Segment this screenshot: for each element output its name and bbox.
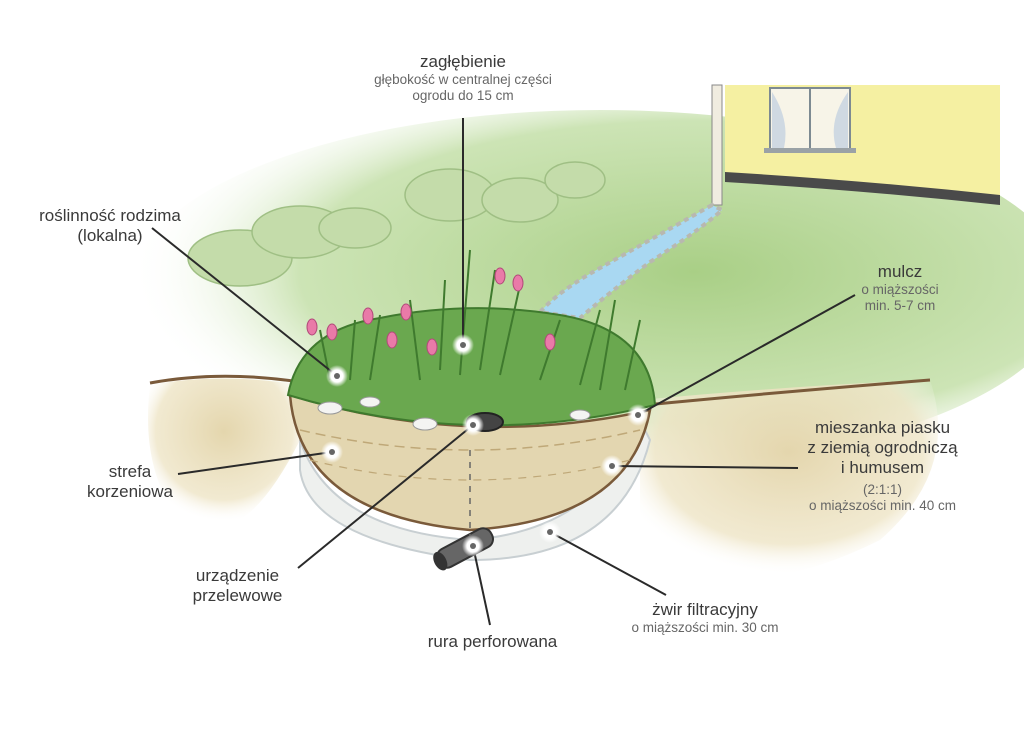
flowers	[306, 267, 556, 356]
label-mulch: mulcz o miąższości min. 5-7 cm	[835, 262, 965, 314]
markers	[321, 334, 649, 557]
label-gravel: żwir filtracyjny o miąższości min. 30 cm	[600, 600, 810, 636]
label-root-zone: strefa korzeniowa	[55, 462, 205, 502]
label-depression: zagłębienie głębokość w centralnej częśc…	[343, 52, 583, 104]
label-overflow: urządzenie przelewowe	[165, 566, 310, 606]
label-mulch-sub-2: min. 5-7 cm	[864, 297, 936, 313]
label-gravel-title: żwir filtracyjny	[652, 600, 758, 619]
water-channel	[536, 202, 726, 321]
label-native-plants-line-1: roślinność rodzima	[39, 206, 181, 225]
label-soil-mix-sub-1: (2:1:1)	[862, 482, 903, 498]
label-overflow-line-1: urządzenie	[195, 566, 280, 585]
leader-root-zone	[177, 451, 333, 475]
downspout	[711, 84, 723, 206]
leader-soil-mix	[611, 465, 799, 469]
label-depression-sub-1: głębokość w centralnej części	[374, 72, 552, 88]
ground-soil	[148, 378, 300, 530]
leader-native-plants	[151, 227, 338, 377]
label-soil-mix-sub-2: o miąższości min. 40 cm	[808, 498, 957, 514]
label-overflow-line-2: przelewowe	[192, 586, 283, 606]
label-soil-mix-line-3: i humusem	[840, 458, 925, 478]
label-depression-title: zagłębienie	[419, 52, 506, 71]
label-native-plants-line-2: (lokalna)	[77, 226, 143, 246]
rain-garden-bowl	[286, 307, 657, 571]
leader-mulch	[637, 294, 856, 416]
label-native-plants: roślinność rodzima (lokalna)	[10, 206, 210, 246]
label-depression-sub-2: ogrodu do 15 cm	[412, 87, 514, 103]
background-shrubs	[187, 161, 606, 287]
leader-overflow	[297, 424, 474, 569]
mulch-stones	[317, 396, 591, 431]
house-wall	[711, 84, 1000, 206]
leader-gravel	[549, 531, 667, 596]
label-root-zone-line-2: korzeniowa	[87, 482, 173, 502]
label-mulch-sub-1: o miąższości	[861, 282, 939, 298]
label-gravel-sub: o miąższości min. 30 cm	[631, 620, 779, 636]
label-root-zone-line-1: strefa	[108, 462, 152, 481]
label-pipe-title: rura perforowana	[427, 632, 558, 651]
label-soil-mix-line-2: z ziemią ogrodniczą	[807, 438, 958, 458]
label-soil-mix-line-1: mieszanka piasku	[814, 418, 951, 437]
label-soil-mix: mieszanka piasku z ziemią ogrodniczą i h…	[780, 418, 985, 514]
leader-lines	[151, 118, 856, 626]
label-mulch-title: mulcz	[877, 262, 923, 281]
leader-pipe	[472, 545, 491, 626]
label-pipe: rura perforowana	[400, 632, 585, 652]
